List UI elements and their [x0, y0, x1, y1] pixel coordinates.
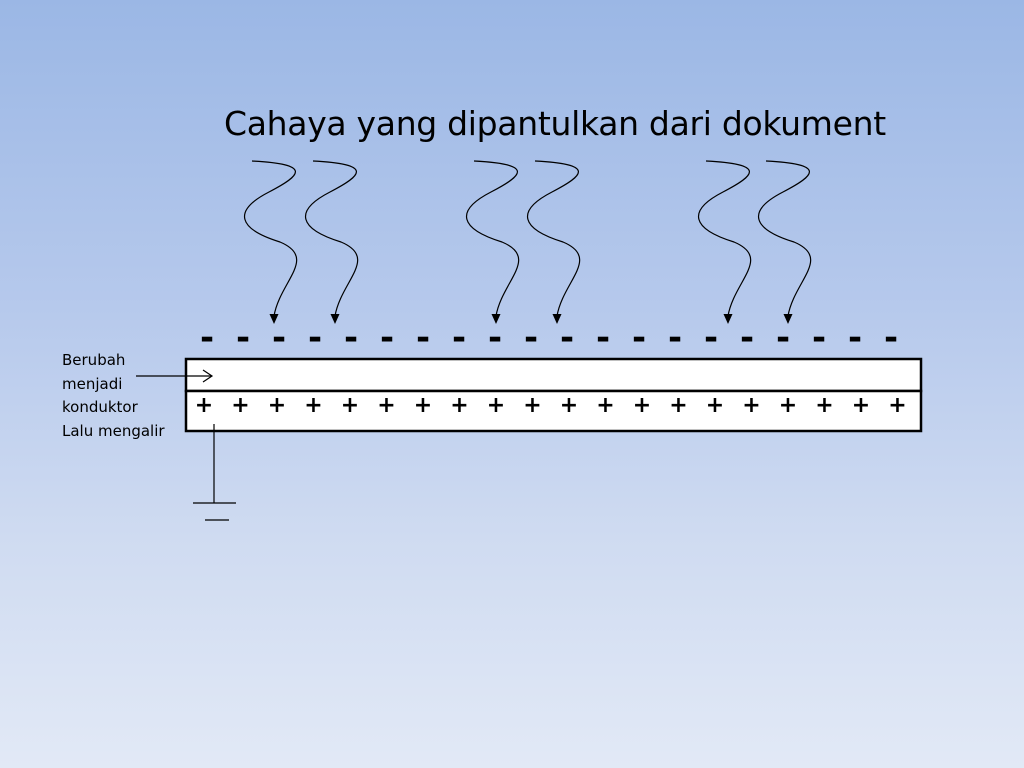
positive-charge: + — [195, 393, 213, 418]
negative-charge: - — [236, 318, 250, 358]
positive-charge: + — [669, 393, 687, 418]
positive-charge: + — [268, 393, 286, 418]
positive-charge: + — [231, 393, 249, 418]
positive-charge: + — [815, 393, 833, 418]
light-wave — [243, 160, 298, 317]
light-wave-arrowhead — [269, 314, 279, 324]
positive-charge: + — [304, 393, 322, 418]
positive-charge: + — [560, 393, 578, 418]
negative-charge: - — [776, 318, 790, 358]
positive-charge: + — [450, 393, 468, 418]
light-wave — [465, 160, 520, 317]
positive-charge: + — [596, 393, 614, 418]
positive-charge: + — [888, 393, 906, 418]
positive-charge: + — [852, 393, 870, 418]
positive-charge: + — [341, 393, 359, 418]
negative-charge: - — [632, 318, 646, 358]
ground-symbol — [193, 424, 236, 521]
label-line-1: Berubah — [62, 351, 126, 369]
positive-charge: + — [414, 393, 432, 418]
positive-charge: + — [742, 393, 760, 418]
light-wave — [526, 160, 581, 317]
conductor-layer-top — [184, 357, 923, 393]
positive-charges-row: + + + + + + + + + + + + + + + + + + + + — [195, 393, 907, 418]
negative-charge: - — [884, 318, 898, 358]
conductor-label: Berubah menjadi konduktor Lalu mengalir — [62, 349, 165, 443]
light-waves — [243, 160, 812, 324]
positive-charge: + — [779, 393, 797, 418]
positive-charge: + — [633, 393, 651, 418]
light-wave-arrowhead — [491, 314, 501, 324]
label-line-3: konduktor — [62, 398, 138, 416]
light-wave-arrowhead — [330, 314, 340, 324]
negative-charge: - — [668, 318, 682, 358]
label-arrow — [136, 369, 214, 383]
negative-charge: - — [740, 318, 754, 358]
negative-charge: - — [416, 318, 430, 358]
label-line-2: menjadi — [62, 374, 123, 393]
label-line-4: Lalu mengalir — [62, 421, 165, 440]
light-wave — [697, 160, 752, 317]
negative-charge: - — [488, 318, 502, 358]
negative-charge: - — [524, 318, 538, 358]
conductor-layer-bottom — [184, 389, 923, 433]
light-wave-arrowhead — [783, 314, 793, 324]
positive-charge: + — [523, 393, 541, 418]
negative-charge: - — [272, 318, 286, 358]
negative-charge: - — [596, 318, 610, 358]
negative-charges-row: -------------------- — [200, 318, 898, 358]
negative-charge: - — [704, 318, 718, 358]
negative-charge: - — [560, 318, 574, 358]
negative-charge: - — [848, 318, 862, 358]
light-wave — [304, 160, 359, 317]
negative-charge: - — [200, 318, 214, 358]
positive-charge: + — [487, 393, 505, 418]
light-wave — [757, 160, 812, 317]
positive-charge: + — [706, 393, 724, 418]
light-wave-arrowhead — [552, 314, 562, 324]
positive-charge: + — [377, 393, 395, 418]
negative-charge: - — [380, 318, 394, 358]
negative-charge: - — [812, 318, 826, 358]
negative-charge: - — [308, 318, 322, 358]
negative-charge: - — [344, 318, 358, 358]
slide-title: Cahaya yang dipantulkan dari dokument — [224, 104, 886, 143]
negative-charge: - — [452, 318, 466, 358]
light-wave-arrowhead — [723, 314, 733, 324]
